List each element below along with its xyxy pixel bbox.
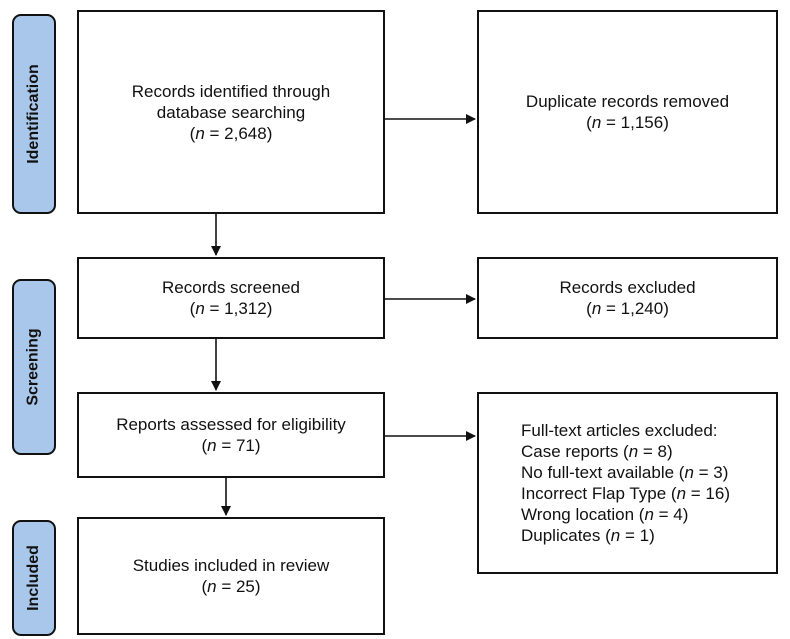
- studies-included-box: Studies included in review (n = 25): [77, 517, 385, 635]
- records-screened-box: Records screened (n = 1,312): [77, 257, 385, 339]
- studies-included-count: (n = 25): [201, 577, 261, 596]
- eligibility-line1: Reports assessed for eligibility: [116, 415, 346, 434]
- records-identified-line1: Records identified through: [131, 81, 331, 101]
- fulltext-excluded-item: No full-text available (n = 3): [521, 463, 729, 482]
- fulltext-excluded-title: Full-text articles excluded:: [521, 421, 718, 440]
- fulltext-excluded-box: Full-text articles excluded: Case report…: [477, 392, 778, 574]
- fulltext-excluded-item: Incorrect Flap Type (n = 16): [521, 484, 731, 503]
- stage-screening: Screening: [12, 279, 56, 455]
- stage-identification: Identification: [12, 14, 56, 214]
- records-screened-count: (n = 1,312): [189, 299, 273, 318]
- fulltext-excluded-item: Case reports (n = 8): [521, 442, 673, 461]
- studies-included-line1: Studies included in review: [132, 556, 330, 575]
- stage-included: Included: [12, 520, 56, 636]
- records-identified-count: (n = 2,648): [189, 123, 273, 143]
- fulltext-excluded-item: Wrong location (n = 4): [521, 505, 689, 524]
- records-screened-line1: Records screened: [162, 278, 300, 297]
- duplicates-removed-count: (n = 1,156): [586, 113, 669, 132]
- eligibility-box: Reports assessed for eligibility (n = 71…: [77, 392, 385, 478]
- eligibility-count: (n = 71): [201, 436, 261, 455]
- records-excluded-box: Records excluded (n = 1,240): [477, 257, 778, 339]
- fulltext-excluded-item: Duplicates (n = 1): [521, 526, 655, 545]
- duplicates-removed-box: Duplicate records removed (n = 1,156): [477, 10, 778, 214]
- records-identified-line2: database searching: [156, 102, 306, 122]
- records-identified-box: Records identified through database sear…: [77, 10, 385, 214]
- records-excluded-line1: Records excluded: [559, 278, 696, 297]
- records-excluded-count: (n = 1,240): [586, 299, 669, 318]
- duplicates-removed-line1: Duplicate records removed: [525, 92, 730, 111]
